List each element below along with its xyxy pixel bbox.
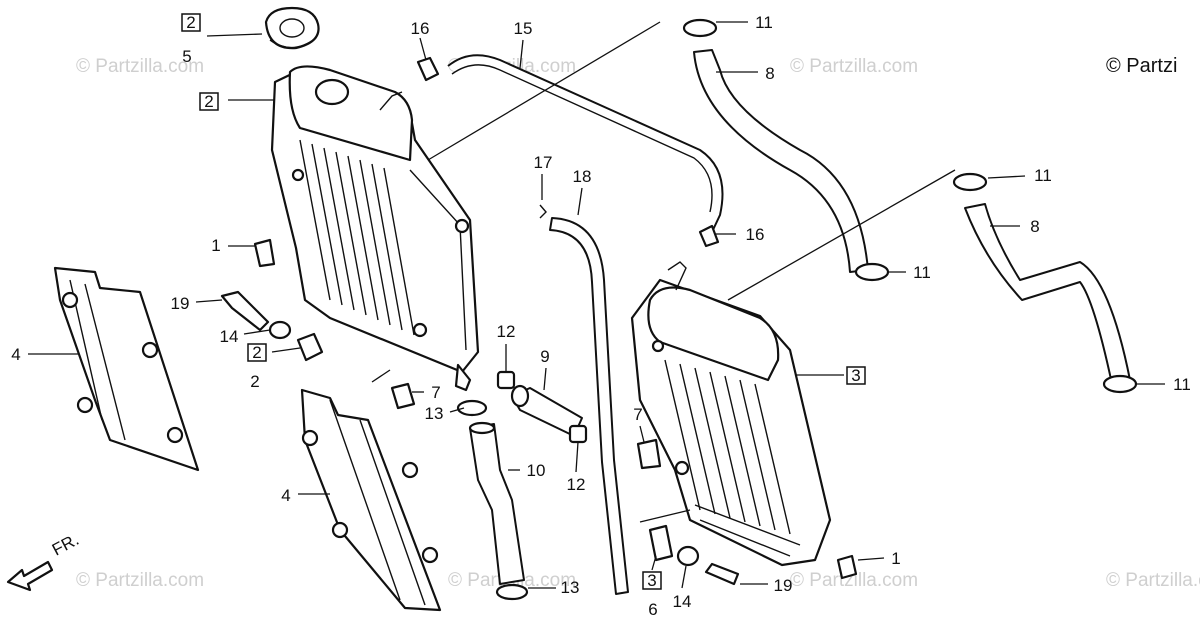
radiator-cap — [264, 6, 320, 50]
callout-box — [181, 13, 201, 32]
callout-label: 14 — [220, 327, 239, 346]
callout-box — [642, 571, 662, 590]
callout-label: 3 — [851, 366, 860, 385]
leader-lines — [28, 21, 1165, 589]
part-callout: 1 — [211, 236, 220, 255]
callout-box — [846, 366, 866, 385]
radiator-cap-neck — [314, 78, 350, 106]
boxed-callout: 2 — [181, 13, 201, 32]
boxed-callout: 3 — [642, 571, 662, 590]
part-callout: 14 — [673, 592, 692, 611]
callout-label: 2 — [186, 13, 195, 32]
watermark-text: © Partzilla.com — [76, 570, 204, 591]
part-callout: 11 — [1173, 375, 1191, 394]
part-callout: 15 — [514, 19, 533, 38]
right-radiator — [630, 261, 832, 567]
callout-label: 12 — [497, 322, 516, 341]
part-callout: 17 — [534, 153, 553, 172]
copyright-text: © Partzi — [1106, 55, 1177, 77]
callout-label: 15 — [514, 19, 533, 38]
callout-label: 6 — [648, 600, 657, 619]
callout-label: 1 — [891, 549, 900, 568]
part-callout: 6 — [648, 600, 657, 619]
part-callout: 19 — [774, 576, 793, 595]
boxed-callout: 2 — [199, 92, 219, 111]
callout-label: 3 — [647, 571, 656, 590]
front-direction-arrow-icon: FR. — [6, 530, 82, 592]
part-callout: 16 — [411, 19, 430, 38]
callout-label: 4 — [11, 345, 20, 364]
callout-label: 13 — [561, 578, 580, 597]
callout-label: 10 — [527, 461, 546, 480]
callout-label: 1 — [211, 236, 220, 255]
part-callout: 19 — [171, 294, 190, 313]
part-callout: 13 — [425, 404, 444, 423]
callout-label: 8 — [765, 64, 774, 83]
part-callout: 12 — [497, 322, 516, 341]
part-callout: 11 — [913, 263, 931, 282]
part-callout: 8 — [765, 64, 774, 83]
callout-box — [199, 92, 219, 111]
boxed-callout: 2 — [247, 343, 267, 362]
fasteners — [220, 238, 858, 586]
upper-hose — [693, 49, 869, 273]
callout-label: 11 — [913, 263, 931, 282]
part-callout: 5 — [182, 47, 191, 66]
part-callout: 1 — [891, 549, 900, 568]
callout-label: 7 — [633, 405, 642, 424]
callout-label: 7 — [431, 383, 440, 402]
front-direction-label: FR. — [49, 530, 82, 560]
part-callout: 18 — [573, 167, 592, 186]
part-callout: 7 — [431, 383, 440, 402]
callout-label: 2 — [250, 372, 259, 391]
callout-box — [247, 343, 267, 362]
part-callout: 11 — [1034, 166, 1052, 185]
callout-label: 9 — [540, 347, 549, 366]
callout-label: 2 — [204, 92, 213, 111]
callout-label: 8 — [1030, 217, 1039, 236]
part-callout: 9 — [540, 347, 549, 366]
callout-label: 14 — [673, 592, 692, 611]
part-callout: 16 — [746, 225, 765, 244]
radiator-shroud-lower — [300, 388, 442, 612]
callout-label: 16 — [746, 225, 765, 244]
boxed-callout: 3 — [846, 366, 866, 385]
watermark-text: © Partzilla.com — [790, 56, 918, 77]
callout-label: 11 — [1034, 166, 1052, 185]
part-callout: 8 — [1030, 217, 1039, 236]
callout-label: 17 — [534, 153, 553, 172]
radiator-shroud-upper — [53, 266, 200, 472]
connector-hose-10 — [468, 421, 525, 585]
callout-label: 18 — [573, 167, 592, 186]
watermark-text: © Partzilla.com — [76, 56, 204, 77]
part-callout: 13 — [561, 578, 580, 597]
watermark-text: © Partzilla.com — [1106, 570, 1200, 591]
breather-tube — [549, 217, 629, 595]
part-callout: 11 — [755, 13, 773, 32]
callout-label: 11 — [1173, 375, 1191, 394]
part-callout: 4 — [11, 345, 20, 364]
callout-label: 4 — [281, 486, 290, 505]
callout-label: 5 — [182, 47, 191, 66]
callout-label: 12 — [567, 475, 586, 494]
part-callout: 14 — [220, 327, 239, 346]
callout-label: 13 — [425, 404, 444, 423]
callout-label: 19 — [171, 294, 190, 313]
watermark-text: © Partzilla.com — [790, 570, 918, 591]
lower-right-hose — [964, 203, 1131, 385]
part-callout: 10 — [527, 461, 546, 480]
callout-label: 16 — [411, 19, 430, 38]
overflow-hose — [447, 54, 724, 233]
part-callout: 7 — [633, 405, 642, 424]
callout-label: 19 — [774, 576, 793, 595]
callout-label: 11 — [755, 13, 773, 32]
part-callout: 12 — [567, 475, 586, 494]
callout-label: 2 — [252, 343, 261, 362]
left-radiator — [270, 65, 480, 392]
part-callout: 4 — [281, 486, 290, 505]
part-callout: 2 — [250, 372, 259, 391]
